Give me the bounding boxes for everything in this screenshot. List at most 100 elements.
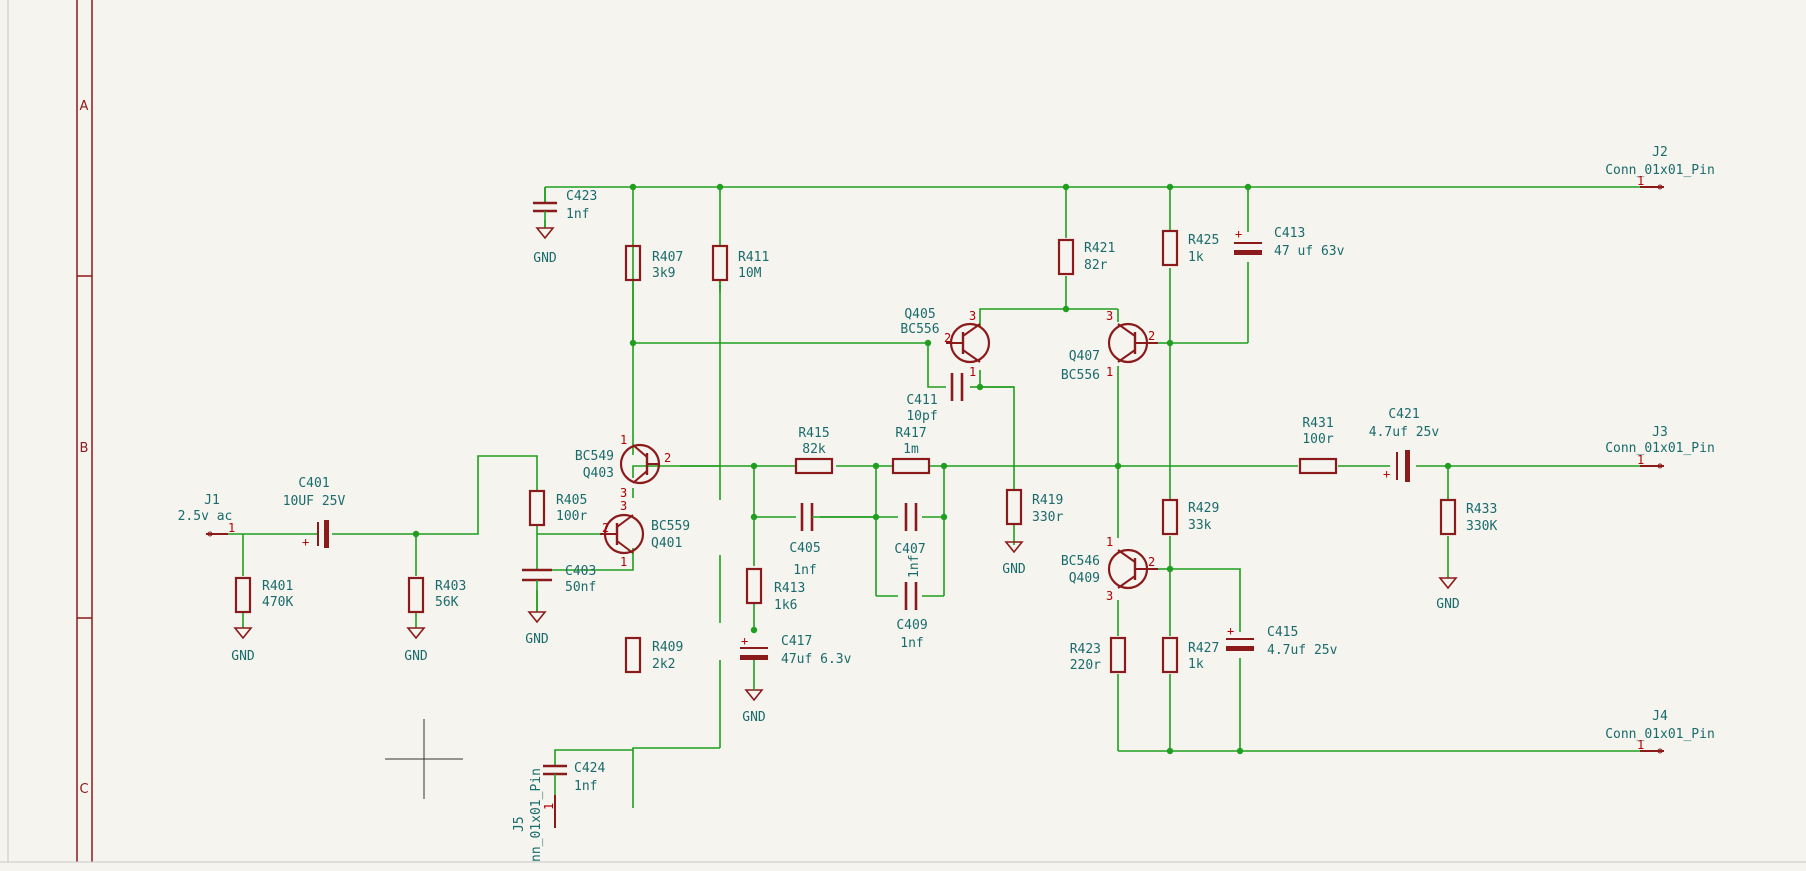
c423-value: 1nf: [566, 207, 589, 222]
gnd-symbol-r433: GND: [1436, 577, 1460, 612]
resistor-r405[interactable]: R405 100r: [528, 489, 587, 527]
transistor-q409[interactable]: 2 1 3 BC546 Q409: [1061, 535, 1158, 603]
r407-ref: R407: [652, 250, 683, 265]
connector-j1[interactable]: J1 2.5v ac 1: [178, 493, 236, 537]
r433-value: 330K: [1466, 519, 1497, 534]
r431-ref: R431: [1302, 416, 1333, 431]
resistor-r429[interactable]: R429 33k: [1161, 498, 1219, 536]
gnd-label-r433: GND: [1436, 597, 1460, 612]
q409-pin-1: 1: [1106, 535, 1113, 549]
resistor-r427[interactable]: R427 1k: [1161, 636, 1219, 674]
r411-ref: R411: [738, 250, 769, 265]
q403-ref: Q403: [583, 466, 614, 481]
c417-ref: C417: [781, 634, 812, 649]
j2-ref: J2: [1652, 145, 1668, 160]
resistor-r419[interactable]: R419 330r: [1005, 488, 1063, 526]
r415-value: 82k: [802, 442, 826, 457]
r431-value: 100r: [1302, 432, 1333, 447]
c415-value: 4.7uf 25v: [1267, 643, 1338, 658]
resistor-r415[interactable]: R415 82k: [794, 426, 834, 475]
c401-value: 10UF 25V: [283, 494, 346, 509]
c424-value: 1nf: [574, 779, 597, 794]
r401-value: 470K: [262, 595, 293, 610]
q407-value: BC556: [1061, 368, 1100, 383]
capacitor-c423[interactable]: C423 1nf: [533, 189, 597, 228]
q405-pin-1: 1: [969, 365, 976, 379]
r419-value: 330r: [1032, 510, 1063, 525]
capacitor-c415[interactable]: + C415 4.7uf 25v: [1226, 624, 1338, 658]
c415-ref: C415: [1267, 625, 1298, 640]
q403-value: BC549: [575, 449, 614, 464]
capacitor-c409[interactable]: C409 1nf: [896, 582, 928, 651]
j2-value: Conn_01x01_Pin: [1605, 163, 1715, 178]
gnd-label-c403: GND: [525, 632, 549, 647]
transistor-q407[interactable]: 2 3 1 Q407 BC556: [1061, 309, 1158, 383]
crosshair-cursor: [385, 719, 463, 799]
c413-plus: +: [1235, 227, 1242, 241]
capacitor-c411[interactable]: C411 10pf: [906, 373, 964, 424]
resistor-r417[interactable]: R417 1m: [891, 426, 931, 475]
connector-j5[interactable]: J5 nn_01x01_Pin 1: [512, 768, 556, 862]
j1-value: 2.5v ac: [178, 509, 233, 524]
connector-j3[interactable]: J3 Conn_01x01_Pin 1: [1605, 425, 1715, 469]
q407-ref: Q407: [1069, 349, 1100, 364]
capacitor-c405[interactable]: C405 1nf: [789, 503, 876, 578]
resistor-r409[interactable]: R409 2k2: [624, 636, 683, 674]
c405-ref: C405: [789, 541, 820, 556]
capacitor-c401[interactable]: + C401 10UF 25V: [283, 476, 346, 549]
j4-pin: 1: [1637, 738, 1644, 752]
connector-j2[interactable]: J2 Conn_01x01_Pin 1: [1605, 145, 1715, 190]
gnd-symbol-r419: GND: [1002, 541, 1026, 577]
resistor-r423[interactable]: R423 220r: [1070, 636, 1127, 674]
q409-pin-3: 3: [1106, 589, 1113, 603]
resistor-r401[interactable]: R401 470K: [234, 576, 293, 614]
q405-pin-2: 2: [944, 331, 951, 345]
resistor-r411[interactable]: R411 10M: [711, 244, 769, 282]
r433-ref: R433: [1466, 502, 1497, 517]
transistor-q405[interactable]: 2 3 1 Q405 BC556: [900, 307, 991, 379]
capacitor-c421[interactable]: + C421 4.7uf 25v: [1369, 407, 1440, 482]
c421-ref: C421: [1388, 407, 1419, 422]
q403-pin-1: 1: [620, 433, 627, 447]
r429-value: 33k: [1188, 518, 1212, 533]
capacitor-c403[interactable]: C403 50nf: [522, 564, 596, 612]
resistor-r425[interactable]: R425 1k: [1161, 229, 1219, 267]
c409-ref: C409: [896, 618, 927, 633]
capacitor-c407[interactable]: C407 1nf: [894, 503, 926, 578]
q409-value: BC546: [1061, 554, 1100, 569]
connector-j4[interactable]: J4 Conn_01x01_Pin 1: [1605, 709, 1715, 754]
wires: [228, 186, 1664, 808]
c415-plus: +: [1227, 624, 1234, 638]
q405-pin-3: 3: [969, 309, 976, 323]
j5-value: nn_01x01_Pin: [529, 768, 544, 862]
c411-value: 10pf: [906, 409, 937, 424]
q409-ref: Q409: [1069, 571, 1100, 586]
gnd-symbol-c403: GND: [525, 611, 549, 647]
capacitor-c417[interactable]: + C417 47uf 6.3v: [740, 634, 852, 667]
r421-value: 82r: [1084, 258, 1108, 273]
resistor-r433[interactable]: R433 330K: [1439, 498, 1497, 536]
resistor-r431[interactable]: R431 100r: [1298, 416, 1338, 475]
resistor-r403[interactable]: R403 56K: [407, 576, 466, 614]
transistor-q403[interactable]: 1 2 3 BC549 Q403: [575, 433, 671, 500]
q401-pin-1: 1: [620, 555, 627, 569]
c423-ref: C423: [566, 189, 597, 204]
gnd-symbol-c417: GND: [742, 660, 766, 725]
resistor-r413[interactable]: R413 1k6: [745, 567, 805, 613]
c417-plus: +: [741, 634, 748, 648]
resistor-r421[interactable]: R421 82r: [1057, 238, 1115, 276]
r425-value: 1k: [1188, 250, 1204, 265]
c417-value: 47uf 6.3v: [781, 652, 852, 667]
c401-plus: +: [302, 535, 309, 549]
q401-value: BC559: [651, 519, 690, 534]
c413-ref: C413: [1274, 226, 1305, 241]
r403-value: 56K: [435, 595, 459, 610]
transistor-q401[interactable]: 2 1 3 BC559 Q401: [600, 499, 690, 569]
capacitor-c413[interactable]: + C413 47 uf 63v: [1234, 226, 1345, 259]
gnd-label-c423: GND: [533, 251, 557, 266]
c403-ref: C403: [565, 564, 596, 579]
c409-value: 1nf: [900, 636, 923, 651]
resistor-r407[interactable]: R407 3k9: [624, 244, 683, 282]
capacitor-c424[interactable]: C424 1nf: [543, 761, 605, 795]
